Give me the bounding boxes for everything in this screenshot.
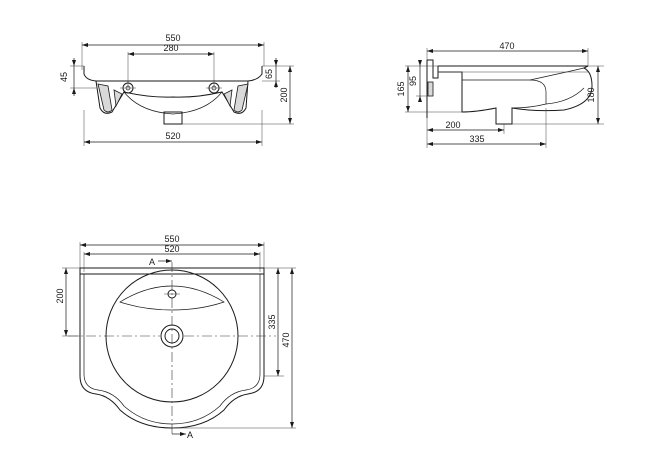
side-view: 470 95 165 180 200: [396, 41, 604, 148]
dim-plan-overall-depth: 470: [281, 332, 291, 347]
wall-bracket: [427, 81, 434, 97]
dim-plan-bowl-depth: 335: [267, 314, 277, 329]
dim-bowl-depth: 335: [469, 134, 484, 144]
front-view: 550 280 45: [59, 33, 294, 146]
dim-back-height: 165: [396, 81, 406, 96]
right-support: [233, 83, 249, 113]
back-edge: [427, 59, 588, 79]
dim-tap-spacing: 280: [163, 43, 178, 53]
drain-outlet: [163, 111, 183, 125]
basin-rim: [83, 66, 263, 82]
dim-total-height: 180: [586, 87, 596, 102]
section-mark-top: A: [149, 257, 155, 267]
tap-deck: [119, 285, 225, 311]
section-mark-bottom: A: [187, 430, 193, 440]
dim-drain-offset: 200: [445, 120, 460, 130]
dim-overall-width: 550: [165, 33, 180, 43]
dim-base-width: 520: [165, 131, 180, 141]
dim-plan-inner-width: 520: [164, 244, 179, 254]
dim-plan-tap-offset: 200: [55, 288, 65, 303]
dim-rim-height: 45: [59, 72, 69, 82]
left-support: [97, 83, 113, 113]
dim-back-height: 65: [264, 69, 274, 79]
basin-profile: [437, 65, 593, 125]
dim-plan-overall-width: 550: [164, 234, 179, 244]
plan-view: 550 520 A 200: [55, 234, 296, 440]
dim-overall-depth: 470: [499, 41, 514, 51]
dim-upper-height: 95: [408, 76, 418, 86]
dim-total-height: 200: [279, 87, 289, 102]
